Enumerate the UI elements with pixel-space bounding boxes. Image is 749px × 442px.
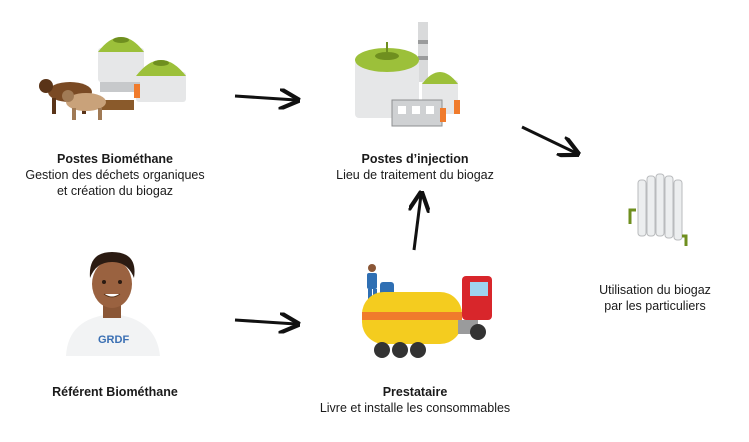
person-icon: GRDF: [66, 252, 160, 356]
tanker-truck-icon: [362, 264, 492, 358]
arrow-injection-to-utilisation: [521, 125, 576, 153]
node-line: et création du biogaz: [56, 184, 174, 198]
node-referent: Référent Biométhane: [10, 384, 220, 400]
node-postes-biomethane: Postes Biométhane Gestion des déchets or…: [10, 151, 220, 199]
node-line: Gestion des déchets organiques: [25, 168, 205, 182]
biogas-farm-icon: [39, 37, 186, 120]
node-line: Lieu de traitement du biogaz: [336, 168, 494, 182]
node-prestataire: Prestataire Livre et installe les consom…: [300, 384, 530, 416]
injection-plant-icon: [355, 22, 460, 127]
grdf-badge: GRDF: [98, 334, 129, 346]
node-line: Utilisation du biogaz: [599, 283, 711, 297]
node-utilisation: Utilisation du biogaz par les particulie…: [560, 282, 749, 314]
node-title: Référent Biométhane: [52, 385, 178, 399]
node-title: Prestataire: [382, 385, 448, 399]
arrow-prestataire-to-injection: [414, 195, 421, 251]
arrow-biomethane-to-injection: [234, 96, 296, 100]
node-line: Livre et installe les consommables: [319, 401, 511, 415]
node-title: Postes d’injection: [361, 152, 469, 166]
node-title: Postes Biométhane: [56, 152, 173, 166]
node-postes-injection: Postes d’injection Lieu de traitement du…: [310, 151, 520, 183]
arrow-referent-to-prestataire: [234, 320, 296, 324]
radiator-icon: [628, 173, 688, 246]
node-line: par les particuliers: [604, 299, 706, 313]
